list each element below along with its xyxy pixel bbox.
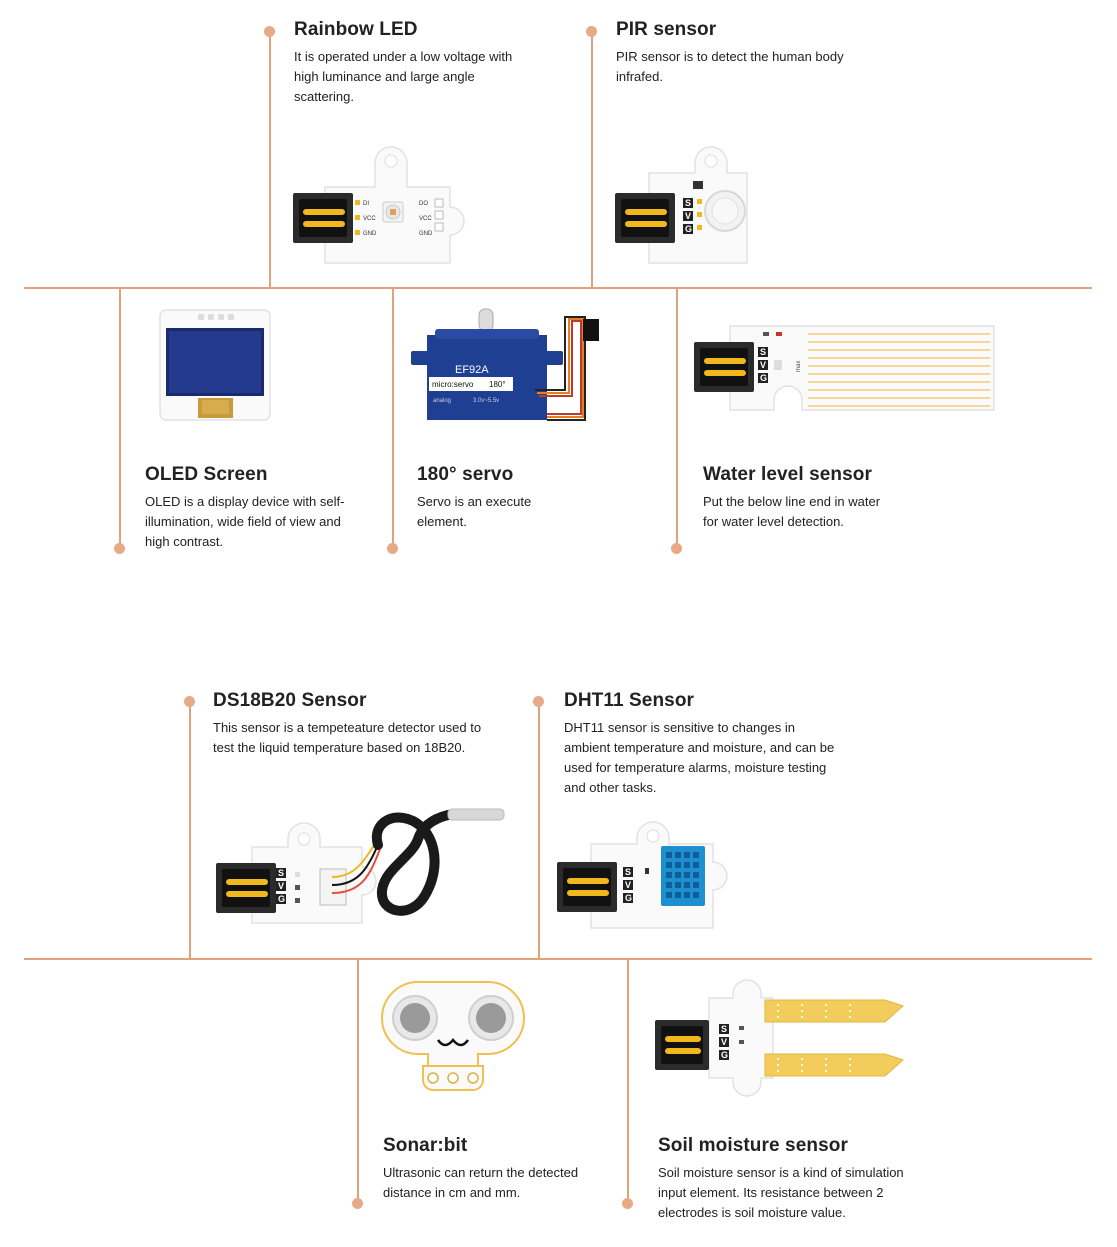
item-soil-moisture: Soil moisture sensor Soil moisture senso…	[658, 1135, 928, 1223]
item-pir-sensor: PIR sensor PIR sensor is to detect the h…	[616, 19, 856, 87]
pin-label: VCC	[363, 216, 376, 222]
water-level-sensor-image: S V G max	[694, 325, 995, 411]
pin-label: GND	[419, 231, 433, 237]
pin-label: S	[685, 198, 691, 208]
item-description: Soil moisture sensor is a kind of simula…	[658, 1165, 904, 1220]
item-description: This sensor is a tempeteature detector u…	[213, 720, 482, 755]
servo-model-label: EF92A	[455, 364, 489, 376]
timeline-dot	[114, 543, 125, 554]
item-title: Sonar:bit	[383, 1135, 468, 1156]
item-description: OLED is a display device with self-illum…	[145, 494, 345, 549]
item-title: DS18B20 Sensor	[213, 690, 367, 711]
pin-label: V	[278, 881, 284, 891]
pin-label: V	[721, 1037, 727, 1047]
connector-dht11	[538, 701, 540, 958]
item-description: DHT11 sensor is sensitive to changes in …	[564, 720, 835, 795]
pin-label: DI	[363, 201, 369, 207]
servo-angle-label: 180°	[489, 380, 506, 389]
timeline-dot	[586, 26, 597, 37]
pin-label: S	[625, 867, 631, 877]
timeline-dot	[264, 26, 275, 37]
item-title: OLED Screen	[145, 464, 268, 485]
servo-brand-label: micro:servo	[432, 380, 474, 389]
item-description: Put the below line end in water for wate…	[703, 494, 881, 529]
item-oled-screen: OLED Screen OLED is a display device wit…	[145, 464, 360, 552]
pin-label: G	[625, 893, 632, 903]
item-water-level: Water level sensor Put the below line en…	[703, 464, 893, 532]
water-max-label: max	[796, 361, 802, 372]
rainbow-led-board-image: DI VCC GND DO VCC GND	[293, 146, 465, 264]
item-title: Rainbow LED	[294, 19, 418, 40]
connector-oled	[119, 289, 121, 548]
pin-label: G	[685, 224, 692, 234]
item-description: PIR sensor is to detect the human body i…	[616, 49, 844, 84]
timeline-dot	[184, 696, 195, 707]
pin-label: DO	[419, 201, 428, 207]
item-rainbow-led: Rainbow LED It is operated under a low v…	[294, 19, 534, 107]
pin-label: S	[760, 347, 766, 357]
item-description: Servo is an execute element.	[417, 494, 532, 529]
soil-moisture-sensor-image: S V G	[655, 979, 904, 1097]
pin-label: GND	[363, 231, 377, 237]
sonar-bit-image	[381, 981, 525, 1091]
item-title: DHT11 Sensor	[564, 690, 695, 711]
timeline-dot	[352, 1198, 363, 1209]
pin-label: VCC	[419, 216, 432, 222]
connector-sonar	[357, 960, 359, 1203]
item-title: PIR sensor	[616, 19, 717, 40]
dht11-sensor-image: S V G	[557, 821, 728, 929]
item-servo: 180° servo Servo is an execute element.	[417, 464, 577, 532]
pin-label: V	[625, 880, 631, 890]
connector-ds18b20	[189, 701, 191, 958]
item-title: Water level sensor	[703, 464, 873, 485]
timeline-dot	[671, 543, 682, 554]
oled-screen-image	[159, 309, 271, 421]
item-description: Ultrasonic can return the detected dista…	[383, 1165, 579, 1200]
timeline-dot	[533, 696, 544, 707]
connector-pir	[591, 31, 593, 287]
ds18b20-sensor-image: S V G	[216, 808, 505, 924]
pin-label: V	[760, 360, 766, 370]
pin-label: G	[760, 373, 767, 383]
connector-water	[676, 289, 678, 548]
item-title: Soil moisture sensor	[658, 1135, 848, 1156]
pin-label: G	[278, 894, 285, 904]
timeline-line-2	[24, 958, 1092, 960]
item-dht11: DHT11 Sensor DHT11 sensor is sensitive t…	[564, 690, 844, 798]
item-sonar-bit: Sonar:bit Ultrasonic can return the dete…	[383, 1135, 588, 1203]
item-description: It is operated under a low voltage with …	[294, 49, 513, 104]
pin-label: V	[685, 211, 691, 221]
pin-label: S	[721, 1024, 727, 1034]
item-title: 180° servo	[417, 464, 514, 485]
servo-voltage-label: 3.0v~5.5v	[473, 398, 499, 404]
servo-type-label: analog	[433, 398, 451, 404]
timeline-line-1	[24, 287, 1092, 289]
timeline-dot	[622, 1198, 633, 1209]
pin-label: G	[721, 1050, 728, 1060]
timeline-dot	[387, 543, 398, 554]
connector-rainbow-led	[269, 31, 271, 287]
item-ds18b20: DS18B20 Sensor This sensor is a tempetea…	[213, 690, 483, 758]
servo-image: EF92A micro:servo 180° analog 3.0v~5.5v	[411, 308, 599, 421]
pin-label: S	[278, 868, 284, 878]
connector-soil	[627, 960, 629, 1203]
connector-servo	[392, 289, 394, 548]
pir-sensor-board-image: S V G	[615, 146, 748, 264]
